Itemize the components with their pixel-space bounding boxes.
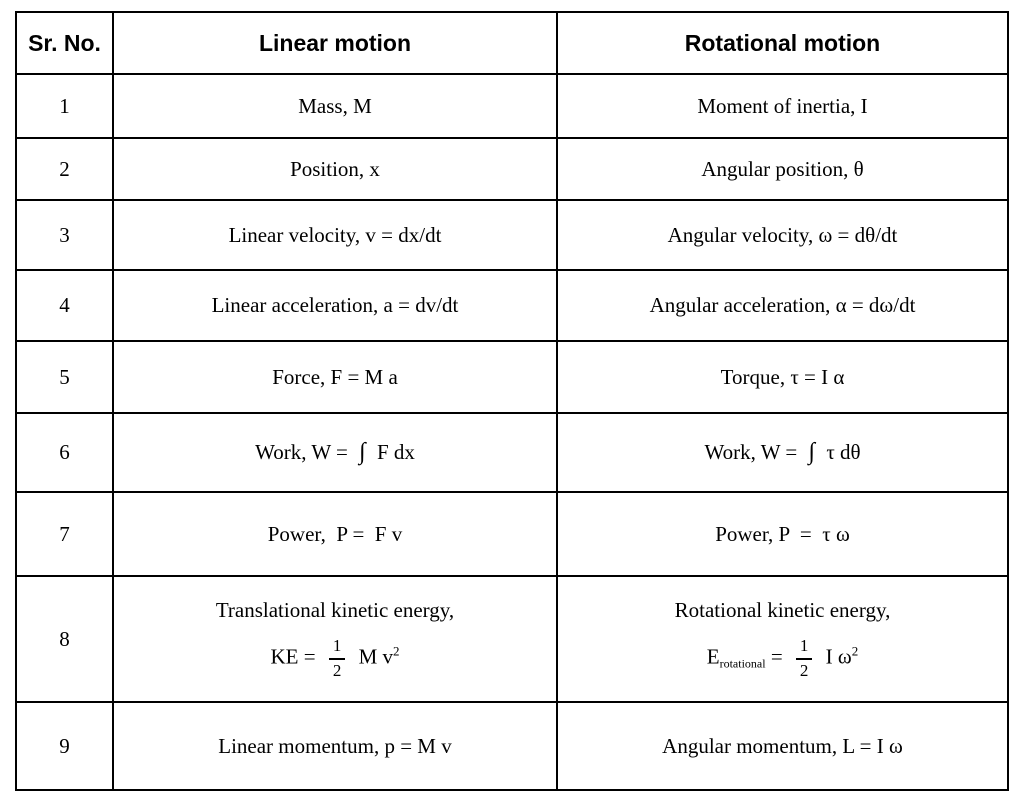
exponent: 2 — [393, 643, 400, 659]
fraction-numerator: 1 — [328, 636, 346, 660]
row-number: 6 — [15, 412, 114, 493]
work-label: Work, W = — [255, 440, 348, 464]
row-number: 5 — [15, 340, 114, 414]
rotational-cell: Angular velocity, ω = dθ/dt — [556, 199, 1009, 271]
exponent: 2 — [851, 643, 859, 659]
linear-cell: Mass, M — [112, 73, 558, 139]
linear-cell: Translational kinetic energy, KE = 1 2 M… — [112, 575, 558, 703]
kinetic-energy-heading: Translational kinetic energy, — [215, 597, 455, 622]
formula-lhs: E — [706, 644, 720, 669]
formula-rhs: M v — [358, 644, 394, 669]
comparison-table: Sr. No. Linear motion Rotational motion … — [15, 11, 1009, 791]
linear-cell: Power, P = F v — [112, 491, 558, 577]
fraction: 1 2 — [328, 636, 346, 680]
formula-lhs: KE = — [270, 644, 316, 669]
fraction-denominator: 2 — [799, 660, 809, 680]
equals-sign: = — [770, 644, 783, 669]
fraction-denominator: 2 — [332, 660, 342, 680]
rotational-cell: Angular position, θ — [556, 137, 1009, 201]
row-number: 2 — [15, 137, 114, 201]
header-sr-no: Sr. No. — [15, 11, 114, 75]
table-row: 6 Work, W = ∫ F dx Work, W = ∫ τ dθ — [15, 412, 1009, 493]
work-integrand: F dx — [376, 440, 415, 464]
linear-cell: Force, F = M a — [112, 340, 558, 414]
subscript: rotational — [719, 656, 766, 671]
rotational-cell: Moment of inertia, I — [556, 73, 1009, 139]
fraction: 1 2 — [795, 636, 813, 680]
linear-cell: Linear velocity, v = dx/dt — [112, 199, 558, 271]
row-number: 3 — [15, 199, 114, 271]
row-number: 4 — [15, 269, 114, 342]
row-number: 7 — [15, 491, 114, 577]
work-integrand: τ dθ — [826, 440, 861, 464]
formula-rhs: I ω — [825, 644, 852, 669]
header-linear-motion: Linear motion — [112, 11, 558, 75]
table-row: 1 Mass, M Moment of inertia, I — [15, 73, 1009, 139]
work-label: Work, W = — [704, 440, 798, 464]
row-number: 9 — [15, 701, 114, 791]
integral-sign: ∫ — [359, 439, 366, 465]
rotational-cell: Angular momentum, L = I ω — [556, 701, 1009, 791]
linear-cell: Linear acceleration, a = dv/dt — [112, 269, 558, 342]
table-row: 3 Linear velocity, v = dx/dt Angular vel… — [15, 199, 1009, 271]
table-row: 9 Linear momentum, p = M v Angular momen… — [15, 701, 1009, 791]
integral-sign: ∫ — [808, 439, 816, 465]
table-row: 7 Power, P = F v Power, P = τ ω — [15, 491, 1009, 577]
rotational-cell: Rotational kinetic energy, Erotational =… — [556, 575, 1009, 703]
kinetic-energy-formula: KE = 1 2 M v2 — [114, 636, 556, 680]
rotational-cell: Angular acceleration, α = dω/dt — [556, 269, 1009, 342]
rotational-cell: Torque, τ = I α — [556, 340, 1009, 414]
table-row: 8 Translational kinetic energy, KE = 1 2… — [15, 575, 1009, 703]
table-row: 2 Position, x Angular position, θ — [15, 137, 1009, 201]
table-row: 4 Linear acceleration, a = dv/dt Angular… — [15, 269, 1009, 342]
row-number: 1 — [15, 73, 114, 139]
rotational-cell: Work, W = ∫ τ dθ — [556, 412, 1009, 493]
linear-cell: Linear momentum, p = M v — [112, 701, 558, 791]
row-number: 8 — [15, 575, 114, 703]
kinetic-energy-heading: Rotational kinetic energy, — [674, 597, 891, 622]
linear-cell: Position, x — [112, 137, 558, 201]
linear-cell: Work, W = ∫ F dx — [112, 412, 558, 493]
header-rotational-motion: Rotational motion — [556, 11, 1009, 75]
table-row: 5 Force, F = M a Torque, τ = I α — [15, 340, 1009, 414]
header-row: Sr. No. Linear motion Rotational motion — [15, 11, 1009, 75]
kinetic-energy-formula: Erotational = 1 2 I ω2 — [558, 636, 1007, 680]
rotational-cell: Power, P = τ ω — [556, 491, 1009, 577]
fraction-numerator: 1 — [795, 636, 813, 660]
